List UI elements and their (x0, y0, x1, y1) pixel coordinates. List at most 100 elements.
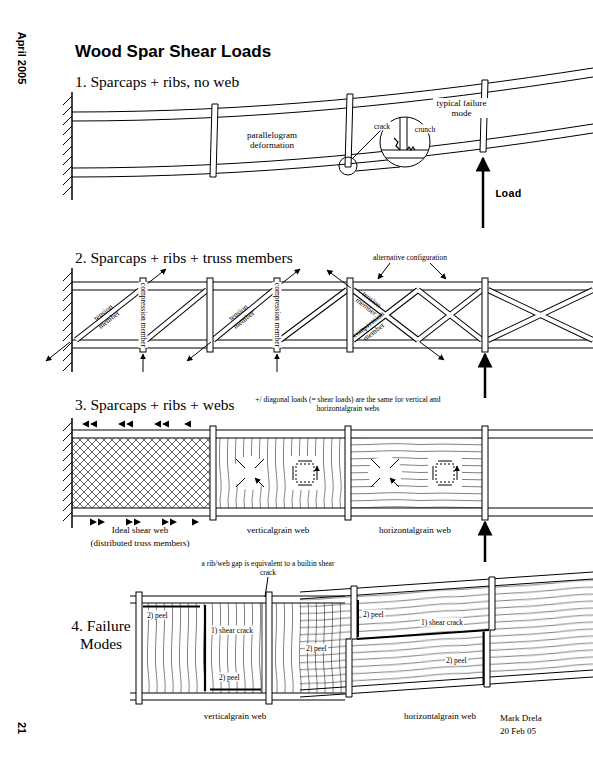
vertical-grain-web (216, 438, 345, 508)
section-1 (63, 68, 593, 228)
leader-line (265, 577, 268, 597)
magnified-joint (378, 112, 432, 158)
spar-cap (378, 150, 432, 158)
date: 20 Feb 05 (500, 726, 536, 736)
annotation: alternative configuration (373, 253, 447, 262)
shear-crack (204, 605, 206, 691)
rib (345, 94, 353, 167)
crunch-mark (407, 147, 415, 150)
marker-backdrop (368, 456, 402, 490)
shear-arrow (433, 461, 457, 485)
spar-cap (72, 124, 593, 168)
rib (484, 577, 495, 687)
truss-member-inner (76, 290, 593, 340)
shear-flow-arrow (90, 519, 199, 526)
section-heading: 4. Failure Modes (70, 617, 132, 653)
failure-label: 1) shear crack (420, 618, 464, 627)
wall-hatch (63, 422, 72, 521)
section-4 (130, 572, 593, 704)
member-label: compression member (139, 282, 148, 348)
web-edge (262, 603, 263, 693)
rib (346, 586, 357, 697)
pointer-arrow (378, 263, 390, 279)
spar-cap (72, 282, 593, 348)
marker-backdrop (428, 456, 462, 490)
spar-cap (72, 68, 593, 112)
failure-label: 2) peel (146, 611, 169, 620)
marker-backdrop (233, 456, 267, 490)
tension-arrow (327, 270, 351, 288)
pointer-arrow (430, 263, 446, 279)
compression-arrow (143, 354, 144, 372)
diagonal-load-arrow (236, 459, 264, 487)
web-label: horizontalgrain web (379, 525, 451, 535)
annotation: typical failure mode (433, 98, 490, 118)
web-label: verticalgrain web (204, 711, 267, 721)
rib (347, 278, 353, 352)
load-label: Load (495, 188, 521, 200)
section-heading: 3. Sparcaps + ribs + webs (75, 396, 235, 414)
tension-arrow (187, 342, 211, 361)
shear-arrow (293, 461, 317, 485)
spar-cap (72, 133, 593, 177)
spar-cap (300, 572, 593, 697)
rib (482, 278, 488, 352)
peel-mark (143, 607, 261, 690)
spar-cap (72, 430, 593, 516)
member-label: tension member (220, 297, 261, 335)
web-label: horizontalgrain web (404, 711, 476, 721)
wall (71, 268, 73, 372)
section-heading: 1. Sparcaps + ribs, no web (75, 73, 239, 91)
member-label: compression member (273, 282, 282, 348)
rib (482, 426, 488, 520)
load-arrow (484, 522, 487, 562)
wall-hatch (63, 96, 72, 195)
shear-crack (357, 630, 489, 639)
page-header: April 2005 (16, 32, 28, 85)
note: a rib/web gap is equivalent to a builtin… (198, 559, 338, 577)
rib (345, 426, 351, 520)
ideal-shear-web (72, 438, 210, 508)
failure-label: 1) shear crack (210, 626, 254, 635)
web-label: (distributed truss members) (91, 538, 190, 548)
rib (400, 112, 407, 150)
compression-arrow (277, 354, 278, 372)
page-title: Wood Spar Shear Loads (75, 42, 271, 62)
failure-label: 2) peel (362, 610, 385, 619)
section-heading: 2. Sparcaps + ribs + truss members (75, 249, 293, 267)
annotation: parallelogram deformation (227, 130, 317, 150)
author: Mark Drela (500, 713, 542, 723)
rib (210, 426, 216, 520)
horizontal-grain-web (351, 438, 482, 508)
shear-element (296, 464, 314, 482)
peel-mark (358, 600, 484, 684)
wall-hatch (63, 272, 72, 371)
callout: crack (373, 122, 391, 131)
failure-label: 2) peel (218, 673, 241, 682)
marker-backdrop (288, 456, 322, 490)
rib (266, 592, 272, 704)
failure-label: 2) peel (445, 656, 468, 665)
detail-circle (339, 157, 357, 175)
load-arrow (484, 354, 487, 398)
load-arrow (482, 158, 485, 228)
crack-mark (394, 138, 400, 150)
shear-element (436, 464, 454, 482)
failure-label: 2) peel (305, 644, 328, 653)
diagonal-load-arrow (371, 459, 399, 487)
member-label: tension member (85, 297, 126, 335)
vertical-grain-web (142, 603, 262, 693)
rib (210, 104, 218, 177)
section-3 (63, 418, 593, 562)
web-label: verticalgrain web (247, 525, 310, 535)
rib (207, 278, 213, 352)
tension-arrow (420, 342, 444, 360)
shear-flow-arrow (82, 421, 191, 428)
callout: crunch (414, 125, 436, 134)
section-2 (46, 263, 593, 398)
note: +/ diagonal loads (= shear loads) are th… (238, 395, 458, 413)
web-label: Ideal shear web (112, 525, 168, 535)
truss-member (76, 290, 593, 340)
rib (136, 592, 142, 704)
